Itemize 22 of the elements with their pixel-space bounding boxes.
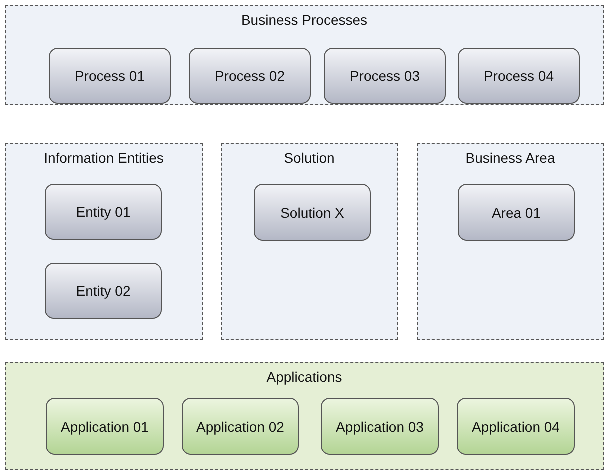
- rounded-box: Application 01: [46, 398, 164, 455]
- rounded-box: Application 02: [182, 398, 299, 455]
- group-panel: [417, 143, 604, 340]
- rounded-box: Entity 01: [45, 184, 162, 240]
- rounded-box: Entity 02: [45, 263, 162, 319]
- group-title: Information Entities: [44, 150, 164, 166]
- group-panel: [5, 5, 604, 105]
- rounded-box: Process 03: [324, 48, 446, 104]
- group-title: Solution: [284, 150, 335, 166]
- group-panel: [5, 362, 604, 470]
- rounded-box: Application 04: [457, 398, 575, 455]
- group-title: Applications: [266, 369, 342, 385]
- group-title: Business Area: [466, 150, 556, 166]
- group-panel: [5, 143, 203, 340]
- group-title: Business Processes: [241, 12, 368, 28]
- rounded-box: Process 02: [189, 48, 311, 104]
- rounded-box: Process 04: [458, 48, 580, 104]
- rounded-box: Process 01: [49, 48, 171, 104]
- rounded-box: Area 01: [458, 184, 575, 241]
- rounded-box: Solution X: [254, 184, 371, 241]
- rounded-box: Application 03: [321, 398, 439, 455]
- group-panel: [221, 143, 398, 340]
